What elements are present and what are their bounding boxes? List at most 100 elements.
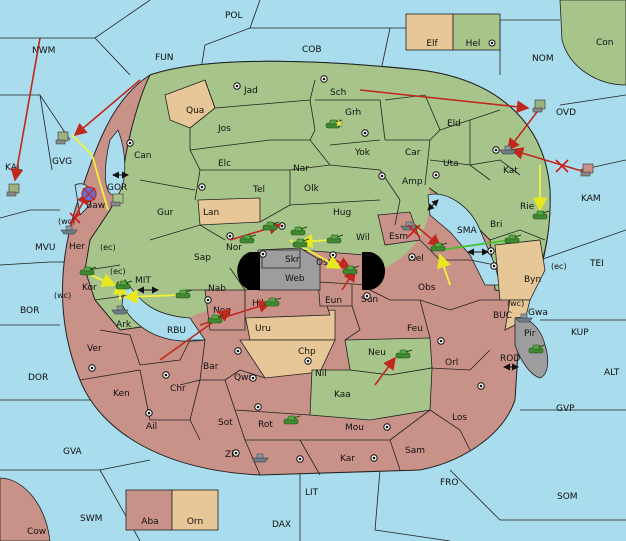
tank-icon[interactable]	[175, 289, 193, 299]
ship-icon[interactable]	[515, 313, 533, 323]
adjacency-arrow	[427, 199, 439, 211]
dislodged-unit-icon[interactable]	[55, 131, 69, 145]
land-label-mel: Mel	[408, 254, 424, 264]
land-label-bar: Bar	[203, 362, 219, 372]
tank-icon[interactable]	[504, 234, 522, 244]
land-label-sap: Sap	[194, 253, 211, 263]
tank-icon[interactable]	[283, 415, 301, 425]
order-arrow-red	[510, 147, 586, 173]
supply-center-dot-core	[147, 411, 151, 415]
land-label-baw: Baw	[86, 201, 105, 211]
supply-center-dot-core	[322, 77, 326, 81]
land-label-pir: Pir	[524, 329, 536, 339]
legend-swatch-aba	[125, 489, 173, 531]
land-label-nab: Nab	[208, 284, 226, 294]
land-label-car: Car	[405, 148, 421, 158]
land-label-nil: Nil	[315, 369, 327, 379]
sea-label-buc: BUC	[493, 311, 512, 321]
land-label-web: Web	[285, 274, 305, 284]
supply-center-dot-core	[492, 264, 496, 268]
territory-neu[interactable]	[344, 337, 433, 376]
land-label-ver: Ver	[87, 344, 102, 354]
tank-icon[interactable]	[395, 349, 413, 359]
tank-icon[interactable]	[79, 266, 97, 276]
land-label-obs: Obs	[418, 283, 436, 293]
ship-icon[interactable]	[251, 453, 269, 463]
tank-icon[interactable]	[342, 265, 360, 275]
land-label-eld: Eld	[447, 119, 461, 129]
land-label-esm: Esm	[389, 232, 408, 242]
supply-center-dot-core	[206, 298, 210, 302]
land-label-ost: Ost	[316, 258, 332, 268]
ship-icon[interactable]	[499, 145, 517, 155]
ship-icon[interactable]	[60, 225, 78, 235]
sea-label-nwm: NWM	[32, 46, 55, 56]
order-convoy-green	[439, 239, 511, 251]
dislodged-markers	[69, 159, 569, 238]
land-label-kat: Kat	[503, 166, 518, 176]
sea-label-mit: MIT	[135, 276, 151, 286]
dislodged-unit-icon[interactable]	[532, 99, 546, 113]
land-label-grh: Grh	[345, 108, 361, 118]
land-labels: Jad Sch Qua Jos Grh Eld Can Elc Nar Yok …	[69, 86, 548, 464]
sea-label-swm: SWM	[80, 514, 102, 524]
tank-icon[interactable]	[262, 221, 280, 231]
dislodged-unit-icon[interactable]	[580, 163, 594, 177]
land-label-chp: Chp	[298, 347, 316, 357]
land-label-nor: Nor	[226, 243, 242, 253]
legend-label-aba: Aba	[141, 517, 158, 527]
tank-icon[interactable]	[532, 210, 550, 220]
sea-label-wc2: (wc)	[54, 291, 71, 300]
tank-icon[interactable]	[292, 238, 310, 248]
supply-center-dot-core	[439, 339, 443, 343]
land-label-zin: Zin	[225, 450, 239, 460]
units	[6, 99, 594, 463]
supply-center-dot-core	[385, 425, 389, 429]
ship-icon[interactable]	[111, 305, 129, 315]
capital-star: ★	[334, 117, 344, 130]
supply-center-dot-core	[280, 224, 284, 228]
supply-center-dot-core	[228, 234, 232, 238]
land-label-nar: Nar	[293, 164, 309, 174]
tank-icon[interactable]	[325, 119, 343, 129]
flag-icon	[81, 186, 97, 202]
sea-label-fun: FUN	[155, 53, 174, 63]
land-label-yok: Yok	[354, 148, 371, 158]
sea-label-dor: DOR	[28, 373, 48, 383]
land-label-olk: Olk	[304, 184, 320, 194]
tank-icon[interactable]	[430, 242, 448, 252]
land-label-rot: Rot	[258, 420, 273, 430]
dislodged-unit-icon[interactable]	[110, 193, 124, 207]
land-label-eun: Eun	[325, 296, 342, 306]
territory-byn[interactable]	[494, 239, 546, 301]
land-label-sam: Sam	[405, 446, 425, 456]
tank-icon[interactable]	[528, 344, 546, 354]
sea-label-nom: NOM	[532, 54, 554, 64]
tank-icon[interactable]	[326, 234, 344, 244]
land-label-sun: Sun	[361, 295, 378, 305]
sea-label-rod: ROD	[500, 354, 520, 364]
tank-icon[interactable]	[207, 314, 225, 324]
land-label-qwi: Qwi	[234, 373, 251, 383]
dislodged-unit-icon[interactable]	[6, 183, 20, 197]
land-label-jos: Jos	[217, 124, 231, 134]
sea-label-fro: FRO	[440, 478, 459, 488]
land-label-chr: Chr	[170, 384, 186, 394]
supply-center-dot-core	[261, 252, 265, 256]
tank-icon[interactable]	[115, 280, 133, 290]
sea-label-bor: BOR	[20, 306, 39, 316]
sea-label-tei: TEI	[589, 259, 604, 269]
sea-label-mvu: MVU	[35, 243, 56, 253]
order-support-yellow	[123, 289, 181, 304]
impassable-west	[237, 252, 260, 290]
territory-skr[interactable]	[261, 249, 301, 269]
tank-icon[interactable]	[239, 234, 257, 244]
territory-kaa[interactable]	[309, 367, 433, 421]
sea-label-kup: KUP	[571, 328, 589, 338]
tank-icon[interactable]	[290, 226, 308, 236]
tank-icon[interactable]	[264, 297, 282, 307]
land-label-kaa: Kaa	[334, 390, 351, 400]
